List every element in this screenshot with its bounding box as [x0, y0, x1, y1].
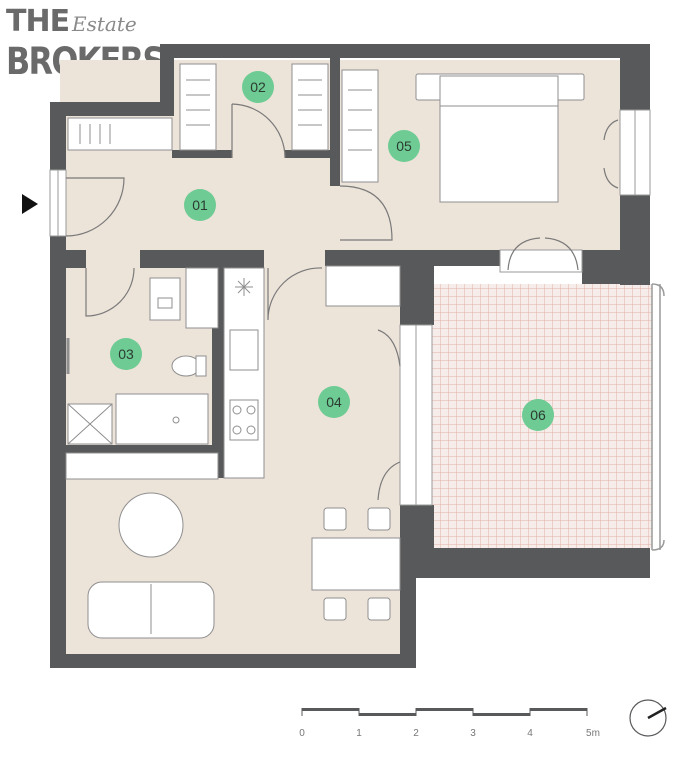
room-label-text: 06: [530, 407, 546, 423]
bedroom-balcony-door: [507, 237, 579, 271]
room-label-text: 01: [192, 197, 208, 213]
room-labels: 01 02 03 04 05 06: [110, 71, 554, 431]
hangers: [79, 79, 372, 151]
terrace-railing: [651, 283, 665, 551]
scale-tick-label: 0: [299, 728, 305, 739]
extractor-symbol: [235, 278, 253, 296]
room-label-text: 05: [396, 138, 412, 154]
wardrobe-02-right: [291, 63, 329, 151]
entrance-arrow-icon: [22, 194, 38, 214]
door-02: [231, 103, 286, 159]
wardrobe-02-left: [179, 63, 217, 151]
chair: [367, 507, 391, 531]
chair: [367, 597, 391, 621]
door-04: [267, 267, 323, 321]
scale-tick-label: 3: [470, 728, 476, 739]
door-03: [85, 267, 135, 317]
shelf-unit: [325, 265, 401, 307]
room-label-text: 03: [118, 346, 134, 362]
bathtub: [115, 393, 209, 445]
room-label-02: 02: [242, 71, 274, 103]
wardrobe-hall: [67, 117, 173, 151]
kitchen-sink: [229, 329, 259, 371]
chair: [323, 597, 347, 621]
room-label-01: 01: [184, 189, 216, 221]
north-compass-icon: [629, 699, 667, 737]
wardrobe-05: [341, 69, 379, 183]
door-swings: [65, 103, 619, 501]
cooktop: [229, 399, 259, 441]
dining-table: [311, 537, 401, 591]
logo-text-estate: Estate: [72, 12, 137, 36]
bathroom-fixtures: [66, 267, 219, 445]
scale-tick-label: 2: [413, 728, 419, 739]
chair: [323, 507, 347, 531]
bedroom-window-door: [603, 119, 619, 189]
wardrobes: [67, 63, 379, 183]
washing-machine: [185, 267, 219, 329]
terrace-door-top: [377, 329, 401, 367]
room-label-text: 04: [326, 394, 342, 410]
room-label-04: 04: [318, 386, 350, 418]
room-label-03: 03: [110, 338, 142, 370]
entrance-door: [65, 177, 125, 237]
terrace-door-bottom: [377, 461, 401, 501]
scale-tick-label: 5m: [586, 728, 600, 739]
room-label-05: 05: [388, 130, 420, 162]
walls: [50, 44, 650, 668]
living-furniture: [87, 492, 401, 639]
logo-text-the: THE: [6, 4, 70, 39]
room-label-text: 02: [250, 79, 266, 95]
washbasin: [149, 277, 181, 321]
round-table: [118, 492, 184, 558]
scale-tick-label: 1: [356, 728, 362, 739]
double-bed: [415, 73, 585, 203]
windows: [49, 109, 651, 506]
kitchen-island: [65, 452, 219, 480]
scale-tick-label: 4: [527, 728, 533, 739]
scale-bar: 0 1 2 3 4 5m: [299, 708, 600, 739]
kitchen-counter: [223, 267, 265, 479]
door-05: [339, 185, 393, 241]
room-label-06: 06: [522, 399, 554, 431]
